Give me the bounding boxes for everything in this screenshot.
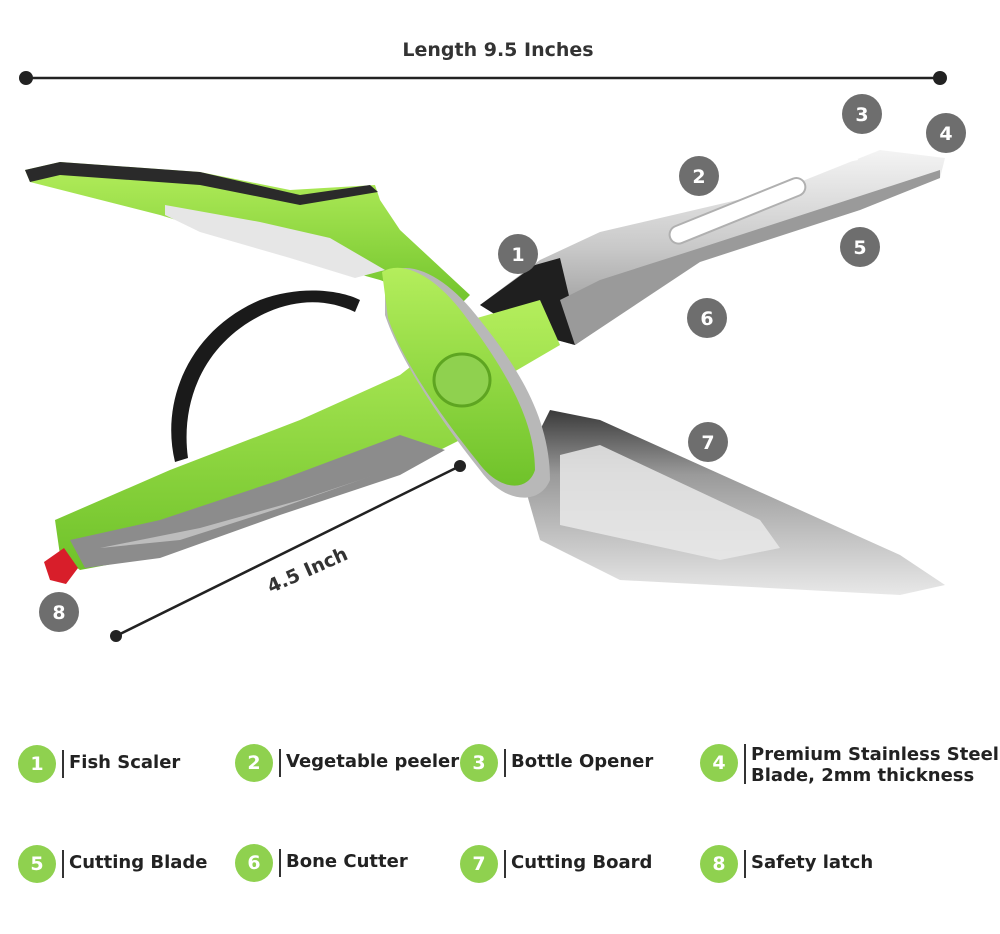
legend-text: Premium Stainless Steel Blade, 2mm thick… bbox=[751, 744, 999, 786]
legend-text: Vegetable peeler bbox=[286, 751, 460, 772]
legend-item-6: 6 Bone Cutter bbox=[235, 844, 408, 882]
callout-4: 4 bbox=[926, 113, 966, 153]
handle-length-label: 4.5 Inch bbox=[264, 543, 351, 598]
svg-text:7: 7 bbox=[701, 432, 714, 454]
callout-3: 3 bbox=[842, 94, 882, 134]
legend-divider bbox=[744, 744, 746, 784]
legend-divider bbox=[504, 850, 506, 878]
legend-item-4: 4 Premium Stainless Steel Blade, 2mm thi… bbox=[700, 744, 999, 786]
callout-1: 1 bbox=[498, 234, 538, 274]
callout-6: 6 bbox=[687, 298, 727, 338]
cutting-blade-lower bbox=[520, 410, 945, 595]
legend-text: Bottle Opener bbox=[511, 751, 654, 772]
upper-handle bbox=[25, 162, 470, 310]
legend-number: 4 bbox=[700, 744, 738, 782]
legend-number: 8 bbox=[700, 845, 738, 883]
legend-text: Safety latch bbox=[751, 852, 874, 873]
svg-text:3: 3 bbox=[855, 104, 868, 126]
legend-item-1: 1 Fish Scaler bbox=[18, 745, 180, 783]
legend-text-line-1: Premium Stainless Steel bbox=[751, 744, 999, 765]
legend-divider bbox=[62, 850, 64, 878]
legend-text: Cutting Blade bbox=[69, 852, 208, 873]
legend-item-7: 7 Cutting Board bbox=[460, 845, 652, 883]
legend-text: Fish Scaler bbox=[69, 752, 181, 773]
callout-7: 7 bbox=[688, 422, 728, 462]
legend-divider bbox=[62, 750, 64, 778]
svg-text:8: 8 bbox=[52, 602, 65, 624]
legend-number: 3 bbox=[460, 744, 498, 782]
legend-text: Cutting Board bbox=[511, 852, 653, 873]
legend-number: 7 bbox=[460, 845, 498, 883]
pivot-screw bbox=[432, 352, 492, 408]
peeler-slot bbox=[668, 177, 807, 245]
legend-text: Bone Cutter bbox=[286, 851, 408, 872]
legend-text-line-2: Blade, 2mm thickness bbox=[751, 765, 975, 786]
svg-text:5: 5 bbox=[853, 237, 866, 259]
legend-divider bbox=[279, 849, 281, 877]
legend-number: 6 bbox=[235, 844, 273, 882]
svg-text:2: 2 bbox=[692, 166, 705, 188]
length-label: Length 9.5 Inches bbox=[402, 39, 593, 61]
legend-item-8: 8 Safety latch bbox=[700, 845, 873, 883]
length-dimension: Length 9.5 Inches bbox=[19, 39, 947, 85]
cutting-board-arm bbox=[171, 290, 360, 462]
legend-number: 5 bbox=[18, 845, 56, 883]
svg-text:4: 4 bbox=[939, 123, 952, 145]
legend-item-3: 3 Bottle Opener bbox=[460, 744, 653, 782]
safety-latch bbox=[44, 548, 78, 584]
legend-item-5: 5 Cutting Blade bbox=[18, 845, 208, 883]
pivot-plate bbox=[382, 267, 550, 498]
legend-divider bbox=[504, 749, 506, 777]
callout-2: 2 bbox=[679, 156, 719, 196]
legend-item-2: 2 Vegetable peeler bbox=[235, 744, 459, 782]
svg-text:6: 6 bbox=[700, 308, 713, 330]
callout-5: 5 bbox=[840, 227, 880, 267]
legend-number: 2 bbox=[235, 744, 273, 782]
svg-text:1: 1 bbox=[511, 244, 524, 266]
callout-8: 8 bbox=[39, 592, 79, 632]
knife-blade bbox=[480, 142, 945, 345]
legend-divider bbox=[279, 749, 281, 777]
legend-divider bbox=[744, 850, 746, 878]
legend-number: 1 bbox=[18, 745, 56, 783]
